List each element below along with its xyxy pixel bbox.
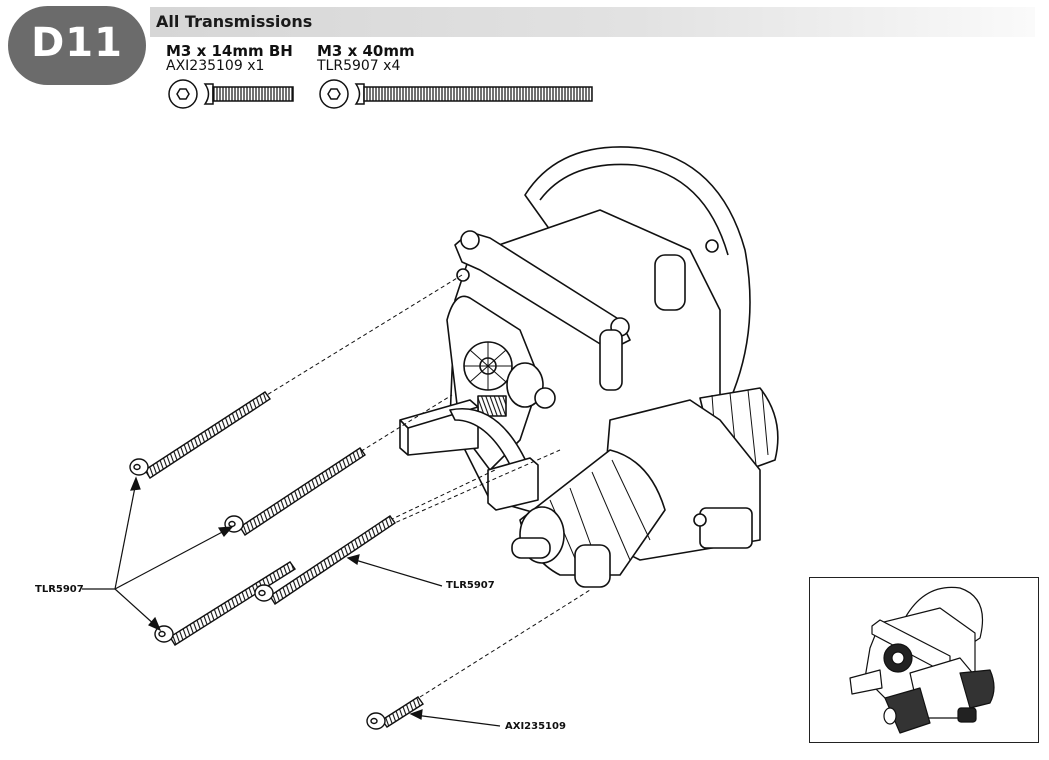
- short-screw-legend-icon: [168, 79, 294, 109]
- assembled-transmission-drawing: [849, 586, 995, 734]
- part-code-long-screw: TLR5907 x4: [317, 58, 401, 74]
- long-screw-4: [254, 515, 396, 605]
- long-screw-1: [129, 391, 271, 479]
- title-bar: All Transmissions: [150, 7, 1035, 37]
- part-name-long-screw: M3 x 40mm: [317, 42, 415, 60]
- callout-label-long-screws: TLR5907: [35, 584, 84, 595]
- part-name-short-screw: M3 x 14mm BH: [166, 42, 293, 60]
- part-code-short-screw: AXI235109 x1: [166, 58, 265, 74]
- callout-arrows: [82, 476, 501, 727]
- insertion-guide-lines: [261, 274, 591, 698]
- short-screw: [366, 696, 424, 730]
- callout-label-long-screw: TLR5907: [446, 580, 495, 591]
- long-screw-legend-icon: [319, 79, 593, 109]
- step-badge: D11: [8, 6, 146, 85]
- long-screw-2: [224, 447, 366, 536]
- callout-label-short-screw: AXI235109: [505, 721, 566, 732]
- transmission-housing-drawing: [399, 146, 779, 588]
- step-title: All Transmissions: [156, 12, 313, 31]
- assembled-view-inset: [809, 577, 1039, 743]
- step-number: D11: [31, 20, 123, 66]
